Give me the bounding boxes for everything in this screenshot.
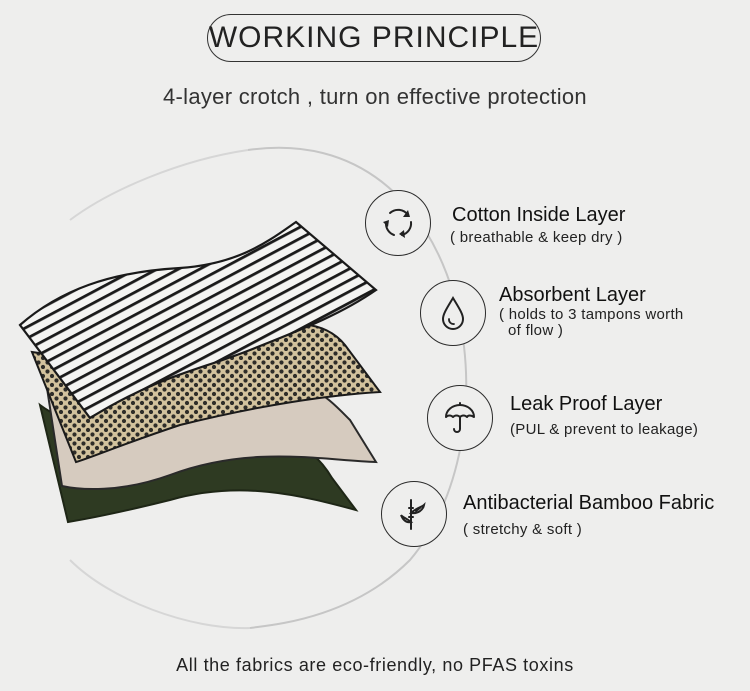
feature-desc-bamboo: ( stretchy & soft )	[463, 521, 583, 538]
feature-title-bamboo: Antibacterial Bamboo Fabric	[463, 492, 715, 514]
feature-desc-cotton: ( breathable & keep dry )	[450, 229, 623, 246]
guide-arc	[247, 146, 468, 629]
feature-desc-leak-proof: (PUL & prevent to leakage)	[510, 421, 699, 438]
feature-desc-absorbent-line2: of flow )	[508, 322, 564, 339]
umbrella-icon	[445, 402, 475, 433]
bamboo-icon-circle	[381, 481, 447, 547]
page-subtitle: 4-layer crotch , turn on effective prote…	[163, 84, 587, 109]
layer-cotton	[18, 220, 378, 420]
title-pill: WORKING PRINCIPLE	[207, 14, 541, 62]
bamboo-icon	[400, 499, 426, 530]
feature-title-absorbent: Absorbent Layer	[499, 284, 646, 306]
leak-proof-icon-circle	[427, 385, 493, 451]
feature-title-leak-proof: Leak Proof Layer	[510, 393, 663, 415]
absorbent-icon-circle	[420, 280, 486, 346]
recycle-arrows-icon	[383, 208, 413, 238]
water-drop-icon	[441, 296, 465, 330]
feature-title-cotton: Cotton Inside Layer	[452, 204, 626, 226]
page-title: WORKING PRINCIPLE	[208, 21, 540, 54]
cotton-icon-circle	[365, 190, 431, 256]
feature-desc-absorbent: ( holds to 3 tampons worth	[499, 306, 684, 323]
footer-note: All the fabrics are eco-friendly, no PFA…	[176, 655, 574, 675]
